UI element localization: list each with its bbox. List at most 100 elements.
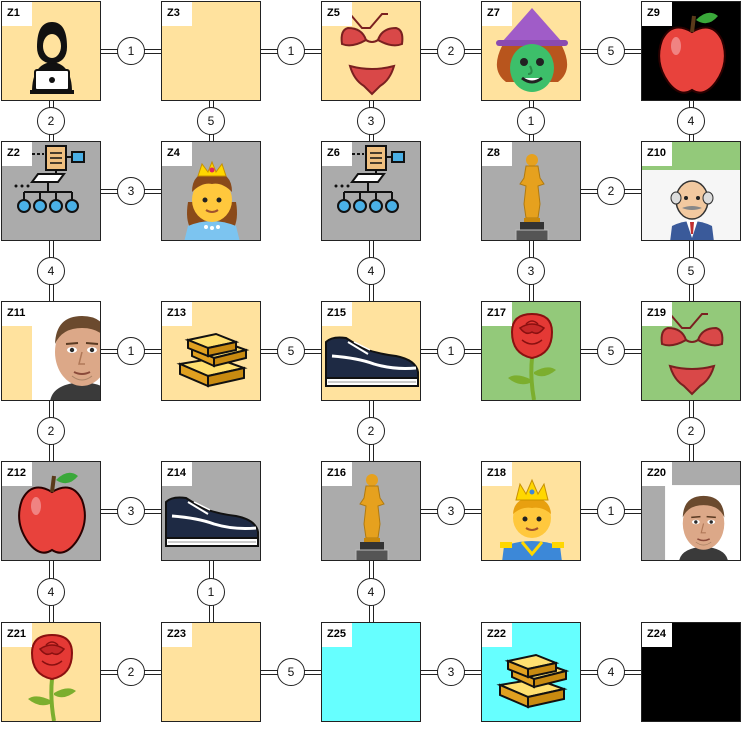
cost-badge: 1 bbox=[517, 107, 545, 135]
zone-label: Z2 bbox=[2, 142, 32, 166]
zone-label: Z8 bbox=[482, 142, 512, 166]
zone-label: Z14 bbox=[162, 462, 192, 486]
zone-z9[interactable]: Z9 bbox=[641, 1, 741, 101]
witch-icon bbox=[496, 8, 568, 92]
cost-badge: 4 bbox=[37, 577, 65, 606]
cost-badge: 5 bbox=[277, 658, 305, 686]
zone-z17[interactable]: Z17 bbox=[481, 301, 581, 401]
zone-label: Z16 bbox=[322, 462, 352, 486]
zone-z15[interactable]: Z15 bbox=[321, 301, 421, 401]
cost-badge: 5 bbox=[677, 257, 705, 285]
flowchart-icon bbox=[14, 145, 85, 213]
cost-badge: 3 bbox=[117, 177, 145, 205]
cost-badge: 4 bbox=[357, 577, 385, 606]
apple-icon bbox=[18, 472, 86, 554]
rose-icon bbox=[28, 633, 76, 721]
zone-label: Z15 bbox=[322, 302, 352, 326]
prince-icon bbox=[500, 478, 564, 560]
zone-label: Z11 bbox=[2, 302, 32, 326]
man-face-photo bbox=[665, 485, 740, 560]
cost-badge: 5 bbox=[277, 337, 305, 365]
zone-label: Z4 bbox=[162, 142, 192, 166]
flowchart-icon bbox=[334, 145, 405, 213]
zone-z6[interactable]: Z6 bbox=[321, 141, 421, 241]
zone-label: Z9 bbox=[642, 2, 672, 26]
zone-label: Z3 bbox=[162, 2, 192, 26]
cost-badge: 4 bbox=[357, 257, 385, 285]
sneaker-icon bbox=[325, 336, 419, 387]
zone-z4[interactable]: Z4 bbox=[161, 141, 261, 241]
zone-z22[interactable]: Z22 bbox=[481, 622, 581, 722]
cost-badge: 3 bbox=[517, 257, 545, 285]
zone-z3[interactable]: Z3 bbox=[161, 1, 261, 101]
zone-label: Z24 bbox=[642, 623, 672, 647]
zone-label: Z23 bbox=[162, 623, 192, 647]
bikini-icon bbox=[340, 13, 404, 96]
gold-bars-icon bbox=[496, 653, 570, 709]
zone-z14[interactable]: Z14 bbox=[161, 461, 261, 561]
zone-label: Z12 bbox=[2, 462, 32, 486]
princess-icon bbox=[184, 160, 240, 240]
cost-badge: 4 bbox=[37, 257, 65, 285]
cost-badge: 1 bbox=[197, 577, 225, 606]
cost-badge: 1 bbox=[117, 37, 145, 65]
cost-badge: 4 bbox=[597, 658, 625, 686]
cost-badge: 4 bbox=[677, 107, 705, 135]
cost-badge: 3 bbox=[437, 497, 465, 525]
trophy-icon bbox=[515, 154, 549, 240]
zone-z13[interactable]: Z13 bbox=[161, 301, 261, 401]
zone-z21[interactable]: Z21 bbox=[1, 622, 101, 722]
zone-z8[interactable]: Z8 bbox=[481, 141, 581, 241]
zone-label: Z1 bbox=[2, 2, 32, 26]
zone-z7[interactable]: Z7 bbox=[481, 1, 581, 101]
cost-badge: 5 bbox=[197, 107, 225, 135]
zone-z19[interactable]: Z19 bbox=[641, 301, 741, 401]
zone-z10[interactable]: Z10 bbox=[641, 141, 741, 241]
zone-z18[interactable]: Z18 bbox=[481, 461, 581, 561]
cost-badge: 2 bbox=[597, 177, 625, 205]
zone-label: Z5 bbox=[322, 2, 352, 26]
apple-icon bbox=[658, 12, 726, 94]
rose-icon bbox=[508, 312, 556, 400]
zone-z20[interactable]: Z20 bbox=[641, 461, 741, 561]
man-face-photo bbox=[32, 302, 100, 400]
zone-label: Z13 bbox=[162, 302, 192, 326]
zone-label: Z17 bbox=[482, 302, 512, 326]
zone-label: Z10 bbox=[642, 142, 672, 166]
zone-z24[interactable]: Z24 bbox=[641, 622, 741, 722]
hacker-icon bbox=[30, 22, 74, 94]
zone-label: Z7 bbox=[482, 2, 512, 26]
cost-badge: 3 bbox=[117, 497, 145, 525]
trophy-icon bbox=[355, 474, 389, 560]
zone-label: Z21 bbox=[2, 623, 32, 647]
zone-z2[interactable]: Z2 bbox=[1, 141, 101, 241]
zone-label: Z25 bbox=[322, 623, 352, 647]
zone-z25[interactable]: Z25 bbox=[321, 622, 421, 722]
cost-badge: 3 bbox=[357, 107, 385, 135]
cost-badge: 2 bbox=[37, 417, 65, 445]
cost-badge: 1 bbox=[437, 337, 465, 365]
zone-label: Z22 bbox=[482, 623, 512, 647]
cost-badge: 1 bbox=[277, 37, 305, 65]
cost-badge: 1 bbox=[117, 337, 145, 365]
gold-bars-icon bbox=[176, 332, 250, 388]
zone-z5[interactable]: Z5 bbox=[321, 1, 421, 101]
sneaker-icon bbox=[165, 496, 259, 547]
cost-badge: 2 bbox=[677, 417, 705, 445]
zone-z12[interactable]: Z12 bbox=[1, 461, 101, 561]
cost-badge: 5 bbox=[597, 337, 625, 365]
cost-badge: 2 bbox=[37, 107, 65, 135]
cost-badge: 2 bbox=[437, 37, 465, 65]
zone-label: Z19 bbox=[642, 302, 672, 326]
cost-badge: 3 bbox=[437, 658, 465, 686]
zone-label: Z18 bbox=[482, 462, 512, 486]
zone-z11[interactable]: Z11 bbox=[1, 301, 101, 401]
cost-badge: 2 bbox=[357, 417, 385, 445]
zone-z1[interactable]: Z1 bbox=[1, 1, 101, 101]
cost-badge: 5 bbox=[597, 37, 625, 65]
cost-badge: 1 bbox=[597, 497, 625, 525]
cost-badge: 2 bbox=[117, 658, 145, 686]
zone-z23[interactable]: Z23 bbox=[161, 622, 261, 722]
zone-z16[interactable]: Z16 bbox=[321, 461, 421, 561]
